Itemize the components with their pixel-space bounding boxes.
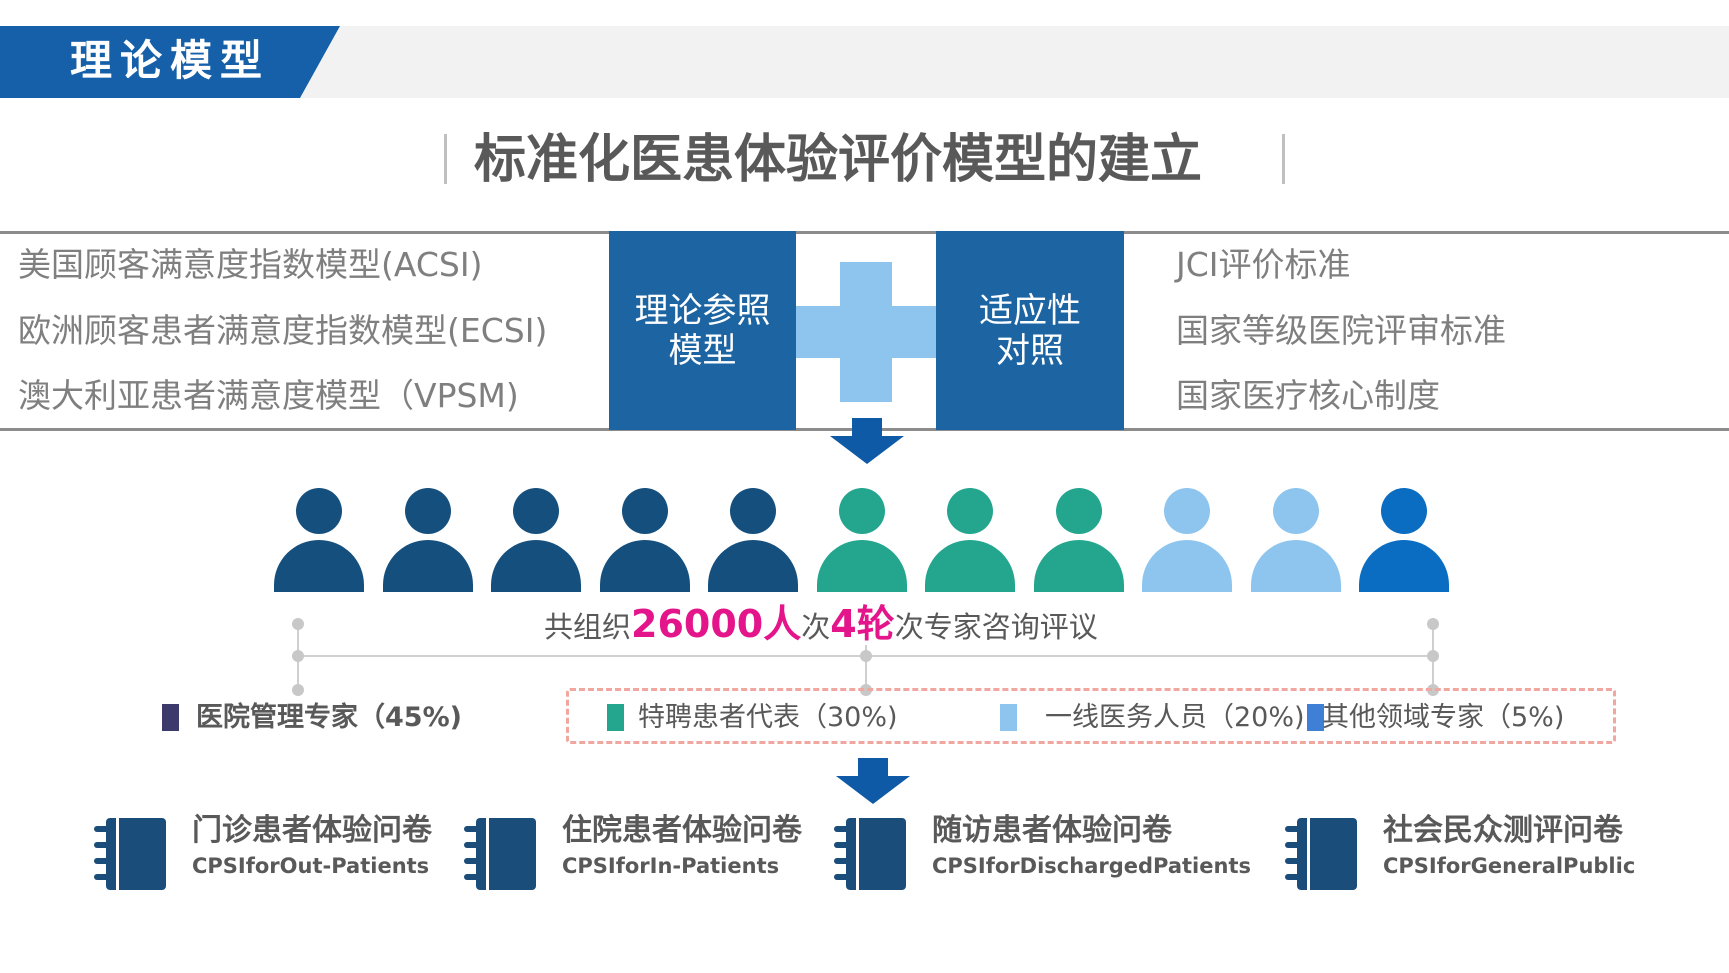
down-arrow-icon xyxy=(830,418,904,464)
person-icon xyxy=(491,488,581,598)
standard-hospital-review: 国家等级医院评审标准 xyxy=(1176,311,1506,350)
person-icon xyxy=(599,488,690,598)
adaptation-line1: 适应性 xyxy=(979,290,1081,331)
person-head xyxy=(621,488,668,534)
timeline-dot xyxy=(860,650,872,662)
model-acsi: 美国顾客满意度指数模型(ACSI) xyxy=(18,245,483,284)
person-head xyxy=(838,488,885,534)
person-head xyxy=(296,488,342,534)
section-label: 理论模型 xyxy=(70,36,271,85)
person-body xyxy=(599,540,690,592)
summary-mid: 次 xyxy=(801,610,831,644)
summary-count: 26000人 xyxy=(631,602,802,646)
person-body xyxy=(274,540,364,592)
model-vpsm: 澳大利亚患者满意度模型（VPSM) xyxy=(18,376,519,415)
people-row xyxy=(274,488,1454,598)
person-icon xyxy=(382,488,473,598)
summary-suffix: 次专家咨询评议 xyxy=(894,610,1098,644)
person-icon xyxy=(1250,488,1341,598)
model-ecsi: 欧洲顾客患者满意度指数模型(ECSI) xyxy=(18,311,548,350)
legend-swatch-other xyxy=(1307,704,1324,731)
person-body xyxy=(1142,540,1232,592)
person-body xyxy=(491,540,581,592)
person-body xyxy=(1359,540,1449,592)
notebook-icon xyxy=(464,818,536,890)
person-icon xyxy=(708,488,798,598)
questionnaire-subtitle: CPSIforGeneralPublic xyxy=(1383,854,1636,878)
questionnaire-row: 门诊患者体验问卷 CPSIforOut-Patients 住院患者体验问卷 CPSIf… xyxy=(0,812,1729,902)
questionnaire-subtitle: CPSIforDischargedPatients xyxy=(932,854,1251,878)
notebook-icon xyxy=(94,818,166,890)
person-head xyxy=(513,488,559,534)
legend-label-admin: 医院管理专家（45%) xyxy=(196,702,462,733)
questionnaire-title: 住院患者体验问卷 xyxy=(562,813,802,848)
summary-rounds: 4轮 xyxy=(830,602,895,646)
person-head xyxy=(1272,488,1319,534)
timeline-dot xyxy=(1427,618,1439,630)
questionnaire-subtitle: CPSIforOut-Patients xyxy=(192,854,430,878)
person-icon xyxy=(816,488,907,598)
person-icon xyxy=(274,488,364,598)
person-head xyxy=(1055,488,1102,534)
person-head xyxy=(1381,488,1427,534)
main-title: 标准化医患体验评价模型的建立 xyxy=(474,130,1203,190)
down-arrow-icon xyxy=(836,758,910,804)
summary-prefix: 共组织 xyxy=(544,610,632,644)
notebook-icon xyxy=(834,818,906,890)
legend-label-staff: 一线医务人员（20%) xyxy=(1045,702,1305,733)
timeline-dot xyxy=(292,650,304,662)
legend-swatch-admin xyxy=(162,704,179,731)
person-body xyxy=(1033,540,1124,592)
theory-model-line2: 模型 xyxy=(668,330,737,371)
questionnaire-title: 社会民众测评问卷 xyxy=(1383,813,1623,848)
legend-swatch-staff xyxy=(1000,704,1017,731)
person-head xyxy=(947,488,993,534)
timeline-dot xyxy=(1427,650,1439,662)
theory-model-box: 理论参照 模型 xyxy=(609,231,796,430)
title-right-bar xyxy=(1282,134,1285,184)
person-body xyxy=(708,540,798,592)
questionnaire-subtitle: CPSIforIn-Patients xyxy=(562,854,780,878)
questionnaire-title: 门诊患者体验问卷 xyxy=(192,813,432,848)
theory-model-line1: 理论参照 xyxy=(634,290,771,331)
person-icon xyxy=(1033,488,1124,598)
person-body xyxy=(925,540,1015,592)
person-body xyxy=(816,540,907,592)
plus-icon-bar xyxy=(796,306,938,358)
person-head xyxy=(1164,488,1210,534)
timeline-tick-middle xyxy=(865,645,867,690)
adaptation-box: 适应性 对照 xyxy=(936,231,1124,430)
title-left-bar xyxy=(444,134,447,184)
legend-label-patient: 特聘患者代表（30%) xyxy=(638,702,898,733)
timeline-dot xyxy=(292,684,304,696)
band-top-line xyxy=(0,231,1729,234)
person-icon xyxy=(1359,488,1449,598)
standard-core-system: 国家医疗核心制度 xyxy=(1176,376,1440,415)
standard-jci: JCI评价标准 xyxy=(1176,245,1351,284)
person-icon xyxy=(1142,488,1232,598)
person-head xyxy=(404,488,451,534)
timeline-dot xyxy=(292,618,304,630)
questionnaire-title: 随访患者体验问卷 xyxy=(932,813,1172,848)
person-head xyxy=(730,488,776,534)
notebook-icon xyxy=(1285,818,1357,890)
consultation-summary: 共组织26000人次4轮次专家咨询评议 xyxy=(544,600,1098,656)
legend-dashed-box xyxy=(566,688,1616,744)
legend-swatch-patient xyxy=(607,704,624,731)
header-tab xyxy=(0,26,340,98)
legend-label-other: 其他领域专家（5%) xyxy=(1322,702,1565,733)
person-body xyxy=(1250,540,1341,592)
person-icon xyxy=(925,488,1015,598)
person-body xyxy=(382,540,473,592)
adaptation-line2: 对照 xyxy=(996,330,1064,371)
